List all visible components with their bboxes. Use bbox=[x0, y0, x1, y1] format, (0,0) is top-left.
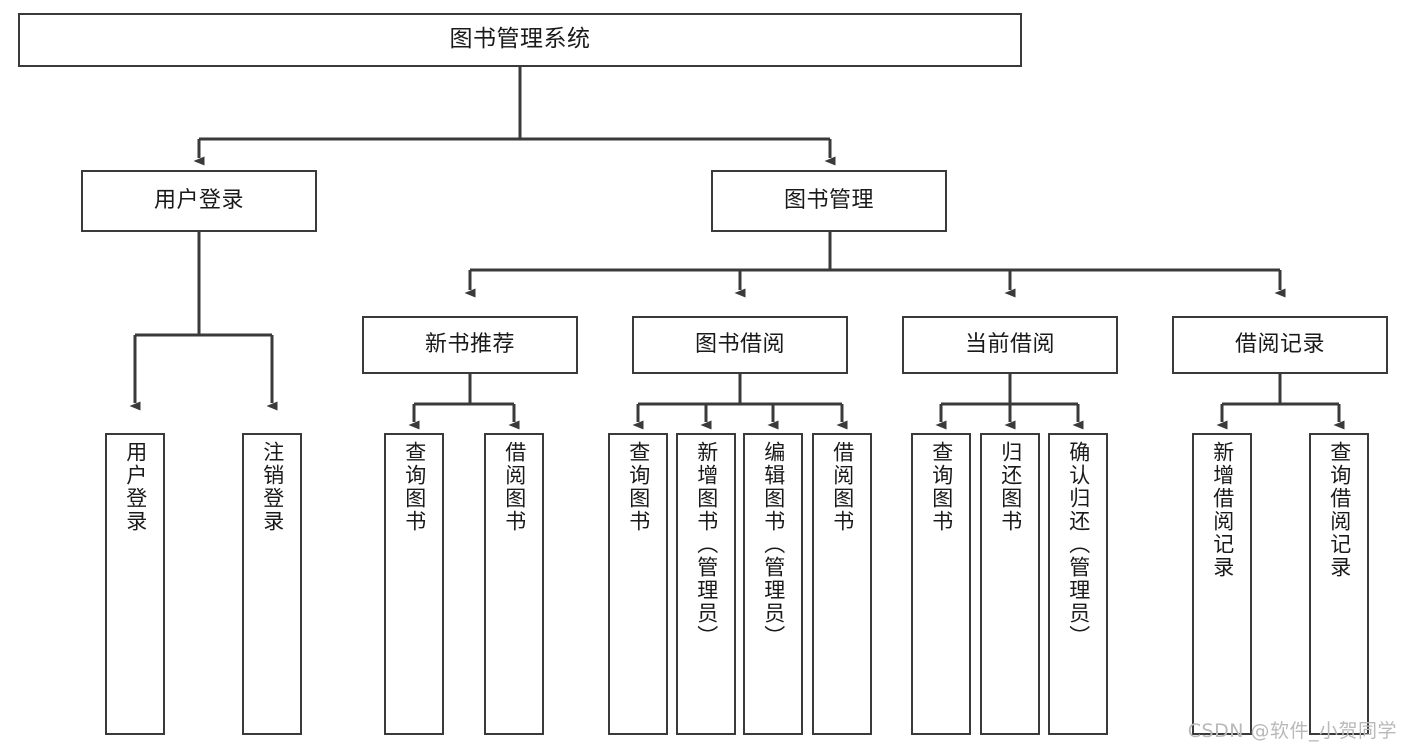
node-label: 新书推荐 bbox=[424, 331, 515, 357]
node-label: 注销登录 bbox=[260, 441, 285, 533]
node-label: 借阅图书 bbox=[502, 441, 527, 533]
node-label: 借阅记录 bbox=[1234, 331, 1325, 357]
node-label: 用户登录 bbox=[153, 187, 244, 213]
node-label: 查询借阅记录 bbox=[1327, 441, 1352, 579]
leaf-query-book-recommend[interactable]: 查询图书 bbox=[384, 433, 444, 735]
node-label: 归还图书 bbox=[998, 441, 1023, 533]
leaf-user-login[interactable]: 用户登录 bbox=[105, 433, 165, 735]
node-label: 借阅图书 bbox=[830, 441, 855, 533]
node-label: 新增图书（管理员） bbox=[694, 441, 719, 648]
node-new-book-recommend[interactable]: 新书推荐 bbox=[362, 316, 578, 374]
node-label: 图书管理系统 bbox=[449, 26, 591, 53]
node-label: 查询图书 bbox=[402, 441, 427, 533]
leaf-query-borrow-record[interactable]: 查询借阅记录 bbox=[1309, 433, 1369, 735]
leaf-borrow-book[interactable]: 借阅图书 bbox=[812, 433, 872, 735]
node-label: 新增借阅记录 bbox=[1210, 441, 1235, 579]
leaf-return-book[interactable]: 归还图书 bbox=[980, 433, 1040, 735]
leaf-add-borrow-record[interactable]: 新增借阅记录 bbox=[1192, 433, 1252, 735]
node-label: 当前借阅 bbox=[964, 331, 1055, 357]
node-borrow-records[interactable]: 借阅记录 bbox=[1172, 316, 1388, 374]
leaf-edit-book-admin[interactable]: 编辑图书（管理员） bbox=[743, 433, 803, 735]
leaf-query-book[interactable]: 查询图书 bbox=[608, 433, 668, 735]
node-user-login[interactable]: 用户登录 bbox=[81, 170, 317, 232]
leaf-add-book-admin[interactable]: 新增图书（管理员） bbox=[676, 433, 736, 735]
node-label: 用户登录 bbox=[123, 441, 148, 533]
node-label: 编辑图书（管理员） bbox=[761, 441, 786, 648]
node-label: 确认归还（管理员） bbox=[1066, 441, 1091, 648]
node-current-borrow[interactable]: 当前借阅 bbox=[902, 316, 1118, 374]
node-label: 查询图书 bbox=[626, 441, 651, 533]
leaf-confirm-return-admin[interactable]: 确认归还（管理员） bbox=[1048, 433, 1108, 735]
node-root-system[interactable]: 图书管理系统 bbox=[18, 13, 1022, 67]
node-label: 图书借阅 bbox=[694, 331, 785, 357]
leaf-borrow-book-recommend[interactable]: 借阅图书 bbox=[484, 433, 544, 735]
leaf-user-logout[interactable]: 注销登录 bbox=[242, 433, 302, 735]
leaf-query-book-current[interactable]: 查询图书 bbox=[911, 433, 971, 735]
node-label: 图书管理 bbox=[783, 187, 874, 213]
node-book-management[interactable]: 图书管理 bbox=[711, 170, 947, 232]
node-book-borrow[interactable]: 图书借阅 bbox=[632, 316, 848, 374]
node-label: 查询图书 bbox=[929, 441, 954, 533]
